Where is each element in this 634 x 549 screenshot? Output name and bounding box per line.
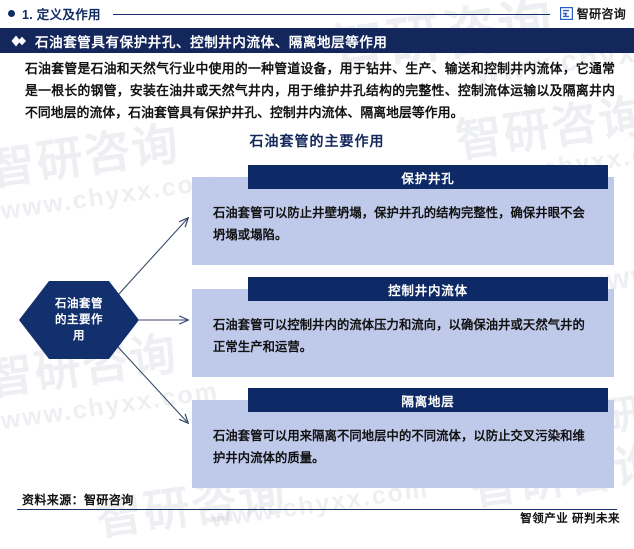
diagram-node-header: 保护井孔 <box>248 165 608 189</box>
diagram-hub-label: 石油套管的主要作用 <box>55 297 103 343</box>
headline-text: 石油套管具有保护井孔、控制井内流体、隔离地层等作用 <box>35 34 388 50</box>
brand-logo: 智研咨询 <box>559 5 626 22</box>
watermark-text: www.chyxx.com <box>0 376 221 436</box>
diagram-node-card: 隔离地层 石油套管可以用来隔离不同地层中的不同流体，以防止交叉污染和维护井内流体… <box>192 388 614 488</box>
diagram-node-header: 隔离地层 <box>248 388 608 412</box>
footer-slogan: 智领产业 研判未来 <box>520 513 620 525</box>
diagram-node-card: 控制井内流体 石油套管可以控制井内的流体压力和流向，以确保油井或天然气井的正常生… <box>192 277 614 377</box>
diagram-node-title: 隔离地层 <box>401 394 455 409</box>
diagram-node-body: 石油套管可以用来隔离不同地层中的不同流体，以防止交叉污染和维护井内流体的质量。 <box>213 429 585 465</box>
watermark-text: www.chyxx.com <box>0 166 221 226</box>
intro-paragraph: 石油套管是石油和天然气行业中使用的一种管道设备，用于钻井、生产、输送和控制井内流… <box>25 61 615 120</box>
footer-divider <box>17 509 617 510</box>
diagram-node-body: 石油套管可以防止井壁坍塌，保护井孔的结构完整性，确保井眼不会坍塌或塌陷。 <box>213 206 585 242</box>
top-bar: 1. 定义及作用 智研咨询 <box>0 0 634 26</box>
diagram-node-body: 石油套管可以控制井内的流体压力和流向，以确保油井或天然气井的正常生产和运营。 <box>213 318 585 354</box>
brand-name: 智研咨询 <box>576 6 626 21</box>
header-divider <box>112 13 550 15</box>
diagram-hub: 石油套管的主要作用 <box>19 281 139 359</box>
bullet-dot-icon <box>8 9 15 17</box>
diagram-node-title: 控制井内流体 <box>388 283 468 298</box>
zhiyan-logo-icon <box>559 6 573 20</box>
diagram-node-header: 控制井内流体 <box>248 277 608 301</box>
source-note: 资料来源：智研咨询 <box>22 493 134 507</box>
section-label: 1. 定义及作用 <box>22 7 101 22</box>
diagram-node-title: 保护井孔 <box>401 171 455 186</box>
diagram-title: 石油套管的主要作用 <box>249 133 385 149</box>
double-diamond-icon <box>11 35 27 47</box>
headline-band: 石油套管具有保护井孔、控制井内流体、隔离地层等作用 <box>0 28 634 53</box>
diagram-node-card: 保护井孔 石油套管可以防止井壁坍塌，保护井孔的结构完整性，确保井眼不会坍塌或塌陷… <box>192 165 614 265</box>
